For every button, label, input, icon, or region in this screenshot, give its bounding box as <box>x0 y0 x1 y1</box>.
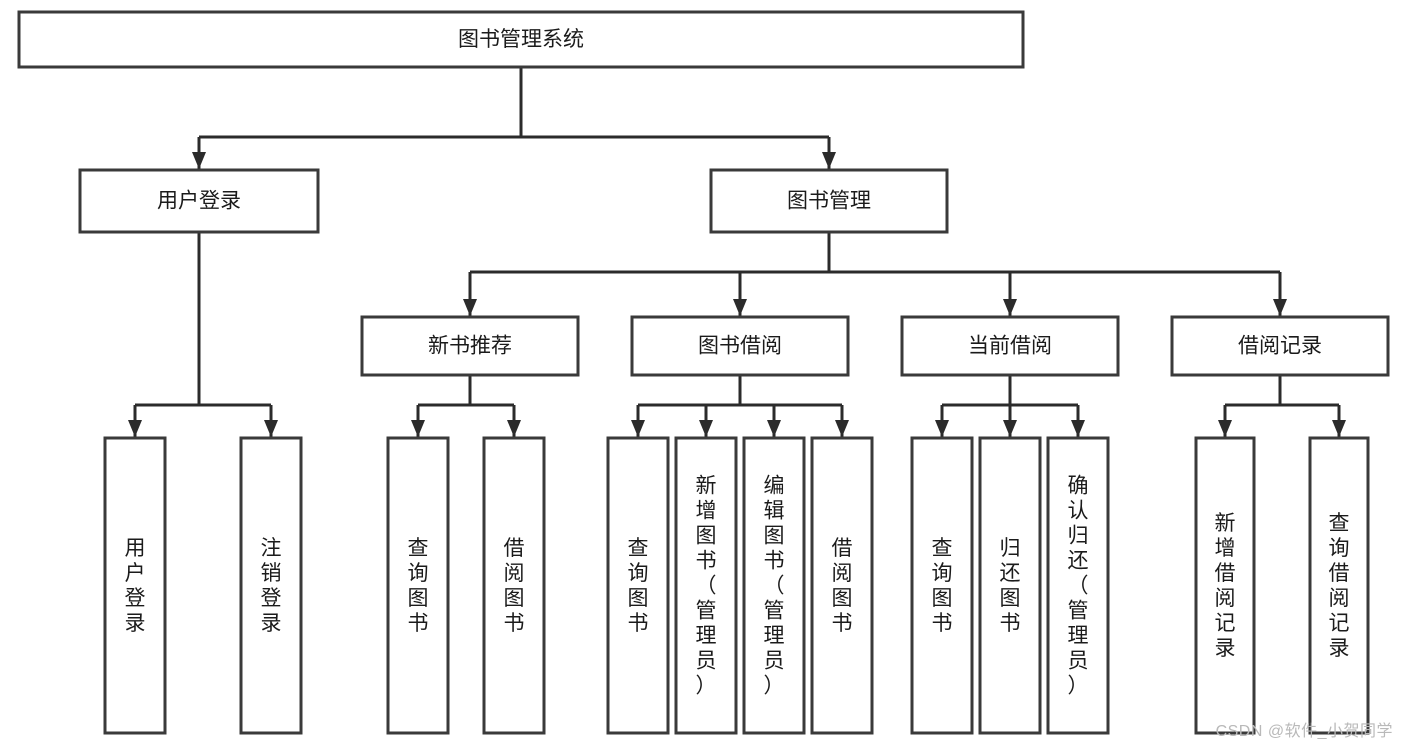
node-box <box>1308 436 1370 735</box>
arrow-head-icon <box>507 420 521 437</box>
arrow-head-icon <box>935 420 949 437</box>
node-box <box>910 436 974 735</box>
node-label: 归还图书 <box>1000 537 1021 635</box>
node-box <box>103 436 167 735</box>
arrow-head-icon <box>192 152 206 169</box>
tree-node-user-logout[interactable]: 注销登录 <box>239 436 303 735</box>
arrow-head-icon <box>128 420 142 437</box>
node-label: 借阅记录 <box>1238 335 1322 358</box>
arrow-head-icon <box>1071 420 1085 437</box>
node-box <box>1046 436 1110 735</box>
tree-node-recommend-borrow-book[interactable]: 借阅图书 <box>482 436 546 735</box>
arrow-head-icon <box>1332 420 1346 437</box>
node-label: 当前借阅 <box>968 335 1052 358</box>
node-label: 新书推荐 <box>428 335 512 358</box>
arrow-head-icon <box>631 420 645 437</box>
tree-node-recommend-query-book[interactable]: 查询图书 <box>386 436 450 735</box>
tree-node-borrow-edit-book[interactable]: 编辑图书（管理员） <box>742 436 806 735</box>
arrow-head-icon <box>767 420 781 437</box>
node-box <box>606 436 670 735</box>
node-box <box>674 436 738 735</box>
tree-node-borrow-records[interactable]: 借阅记录 <box>1170 315 1390 377</box>
tree-node-book-borrow[interactable]: 图书借阅 <box>630 315 850 377</box>
tree-node-records-add[interactable]: 新增借阅记录 <box>1194 436 1256 735</box>
node-label: 借阅图书 <box>832 537 853 635</box>
arrow-head-icon <box>733 299 747 316</box>
node-box <box>810 436 874 735</box>
arrow-head-icon <box>411 420 425 437</box>
arrow-head-icon <box>1273 299 1287 316</box>
node-label: 图书管理 <box>787 190 871 213</box>
tree-node-borrow-add-book[interactable]: 新增图书（管理员） <box>674 436 738 735</box>
node-label: 用户登录 <box>157 190 241 213</box>
watermark-label: CSDN @软件_小贺同学 <box>1215 723 1393 740</box>
node-label: 图书管理系统 <box>458 28 584 51</box>
tree-node-user-login[interactable]: 用户登录 <box>78 168 320 234</box>
node-box <box>360 315 580 377</box>
tree-node-records-query[interactable]: 查询借阅记录 <box>1308 436 1370 735</box>
node-label: 确认归还（管理员） <box>1068 475 1089 698</box>
tree-node-root[interactable]: 图书管理系统 <box>17 10 1025 69</box>
node-box <box>386 436 450 735</box>
tree-node-borrow-borrow-book[interactable]: 借阅图书 <box>810 436 874 735</box>
node-label: 查询借阅记录 <box>1329 512 1350 660</box>
tree-node-current-borrow[interactable]: 当前借阅 <box>900 315 1120 377</box>
node-box <box>482 436 546 735</box>
tree-node-current-confirm-return[interactable]: 确认归还（管理员） <box>1046 436 1110 735</box>
node-layer: 图书管理系统用户登录图书管理用户登录注销登录新书推荐查询图书借阅图书图书借阅查询… <box>17 10 1390 735</box>
node-label: 新增图书（管理员） <box>696 475 717 698</box>
arrow-head-icon <box>1003 299 1017 316</box>
arrow-head-icon <box>463 299 477 316</box>
node-box <box>742 436 806 735</box>
node-box <box>239 436 303 735</box>
node-label: 查询图书 <box>408 537 429 635</box>
node-box <box>78 168 320 234</box>
connector-layer <box>128 67 1346 437</box>
node-label: 查询图书 <box>932 537 953 635</box>
node-label: 查询图书 <box>628 537 649 635</box>
node-box <box>709 168 949 234</box>
arrow-head-icon <box>264 420 278 437</box>
node-box <box>1194 436 1256 735</box>
tree-node-borrow-query-book[interactable]: 查询图书 <box>606 436 670 735</box>
arrow-head-icon <box>835 420 849 437</box>
node-label: 注销登录 <box>261 537 282 635</box>
node-box <box>630 315 850 377</box>
node-label: 编辑图书（管理员） <box>764 475 785 698</box>
node-box <box>17 10 1025 69</box>
node-label: 图书借阅 <box>698 335 782 358</box>
node-box <box>978 436 1042 735</box>
tree-node-current-query-book[interactable]: 查询图书 <box>910 436 974 735</box>
node-label: 用户登录 <box>125 537 146 635</box>
node-label: 新增借阅记录 <box>1215 512 1236 660</box>
tree-node-current-return-book[interactable]: 归还图书 <box>978 436 1042 735</box>
tree-node-new-book-recommend[interactable]: 新书推荐 <box>360 315 580 377</box>
node-box <box>900 315 1120 377</box>
node-box <box>1170 315 1390 377</box>
arrow-head-icon <box>699 420 713 437</box>
arrow-head-icon <box>822 152 836 169</box>
tree-node-user-login-do[interactable]: 用户登录 <box>103 436 167 735</box>
arrow-head-icon <box>1003 420 1017 437</box>
tree-node-book-management[interactable]: 图书管理 <box>709 168 949 234</box>
arrow-head-icon <box>1218 420 1232 437</box>
node-label: 借阅图书 <box>504 537 525 635</box>
